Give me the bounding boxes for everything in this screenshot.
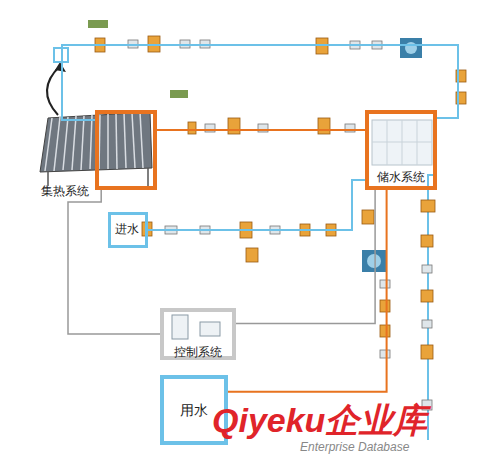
node-label: 集热系统	[41, 184, 89, 198]
flow-arrow	[47, 66, 60, 115]
fitting-icons	[128, 40, 432, 410]
node-label: 用水	[180, 403, 208, 417]
watermark: Qiyeku企业库	[212, 398, 427, 444]
pipe-connector	[157, 129, 365, 131]
pipe-connector	[148, 180, 365, 230]
pipe-connector	[68, 190, 160, 334]
control-cabinet	[172, 315, 220, 339]
pipe-connector	[62, 45, 458, 120]
pipe-connector	[228, 190, 387, 392]
storage-tank	[372, 120, 432, 165]
storage-box: 储水系统	[365, 110, 437, 190]
control-box: 控制系统	[160, 308, 236, 360]
inlet-box: 进水	[108, 212, 148, 248]
pipe-connector	[236, 190, 375, 324]
watermark-subtitle: Enterprise Database	[300, 440, 409, 454]
node-label: 控制系统	[174, 345, 222, 359]
node-label: 进水	[115, 222, 139, 236]
node-label: 储水系统	[377, 170, 425, 184]
plant-icon	[88, 20, 188, 98]
valve-icons	[95, 36, 466, 359]
arrow-head	[55, 62, 66, 72]
pump	[362, 250, 386, 272]
pump	[400, 38, 422, 58]
collector-box: 集热系统	[95, 110, 157, 190]
